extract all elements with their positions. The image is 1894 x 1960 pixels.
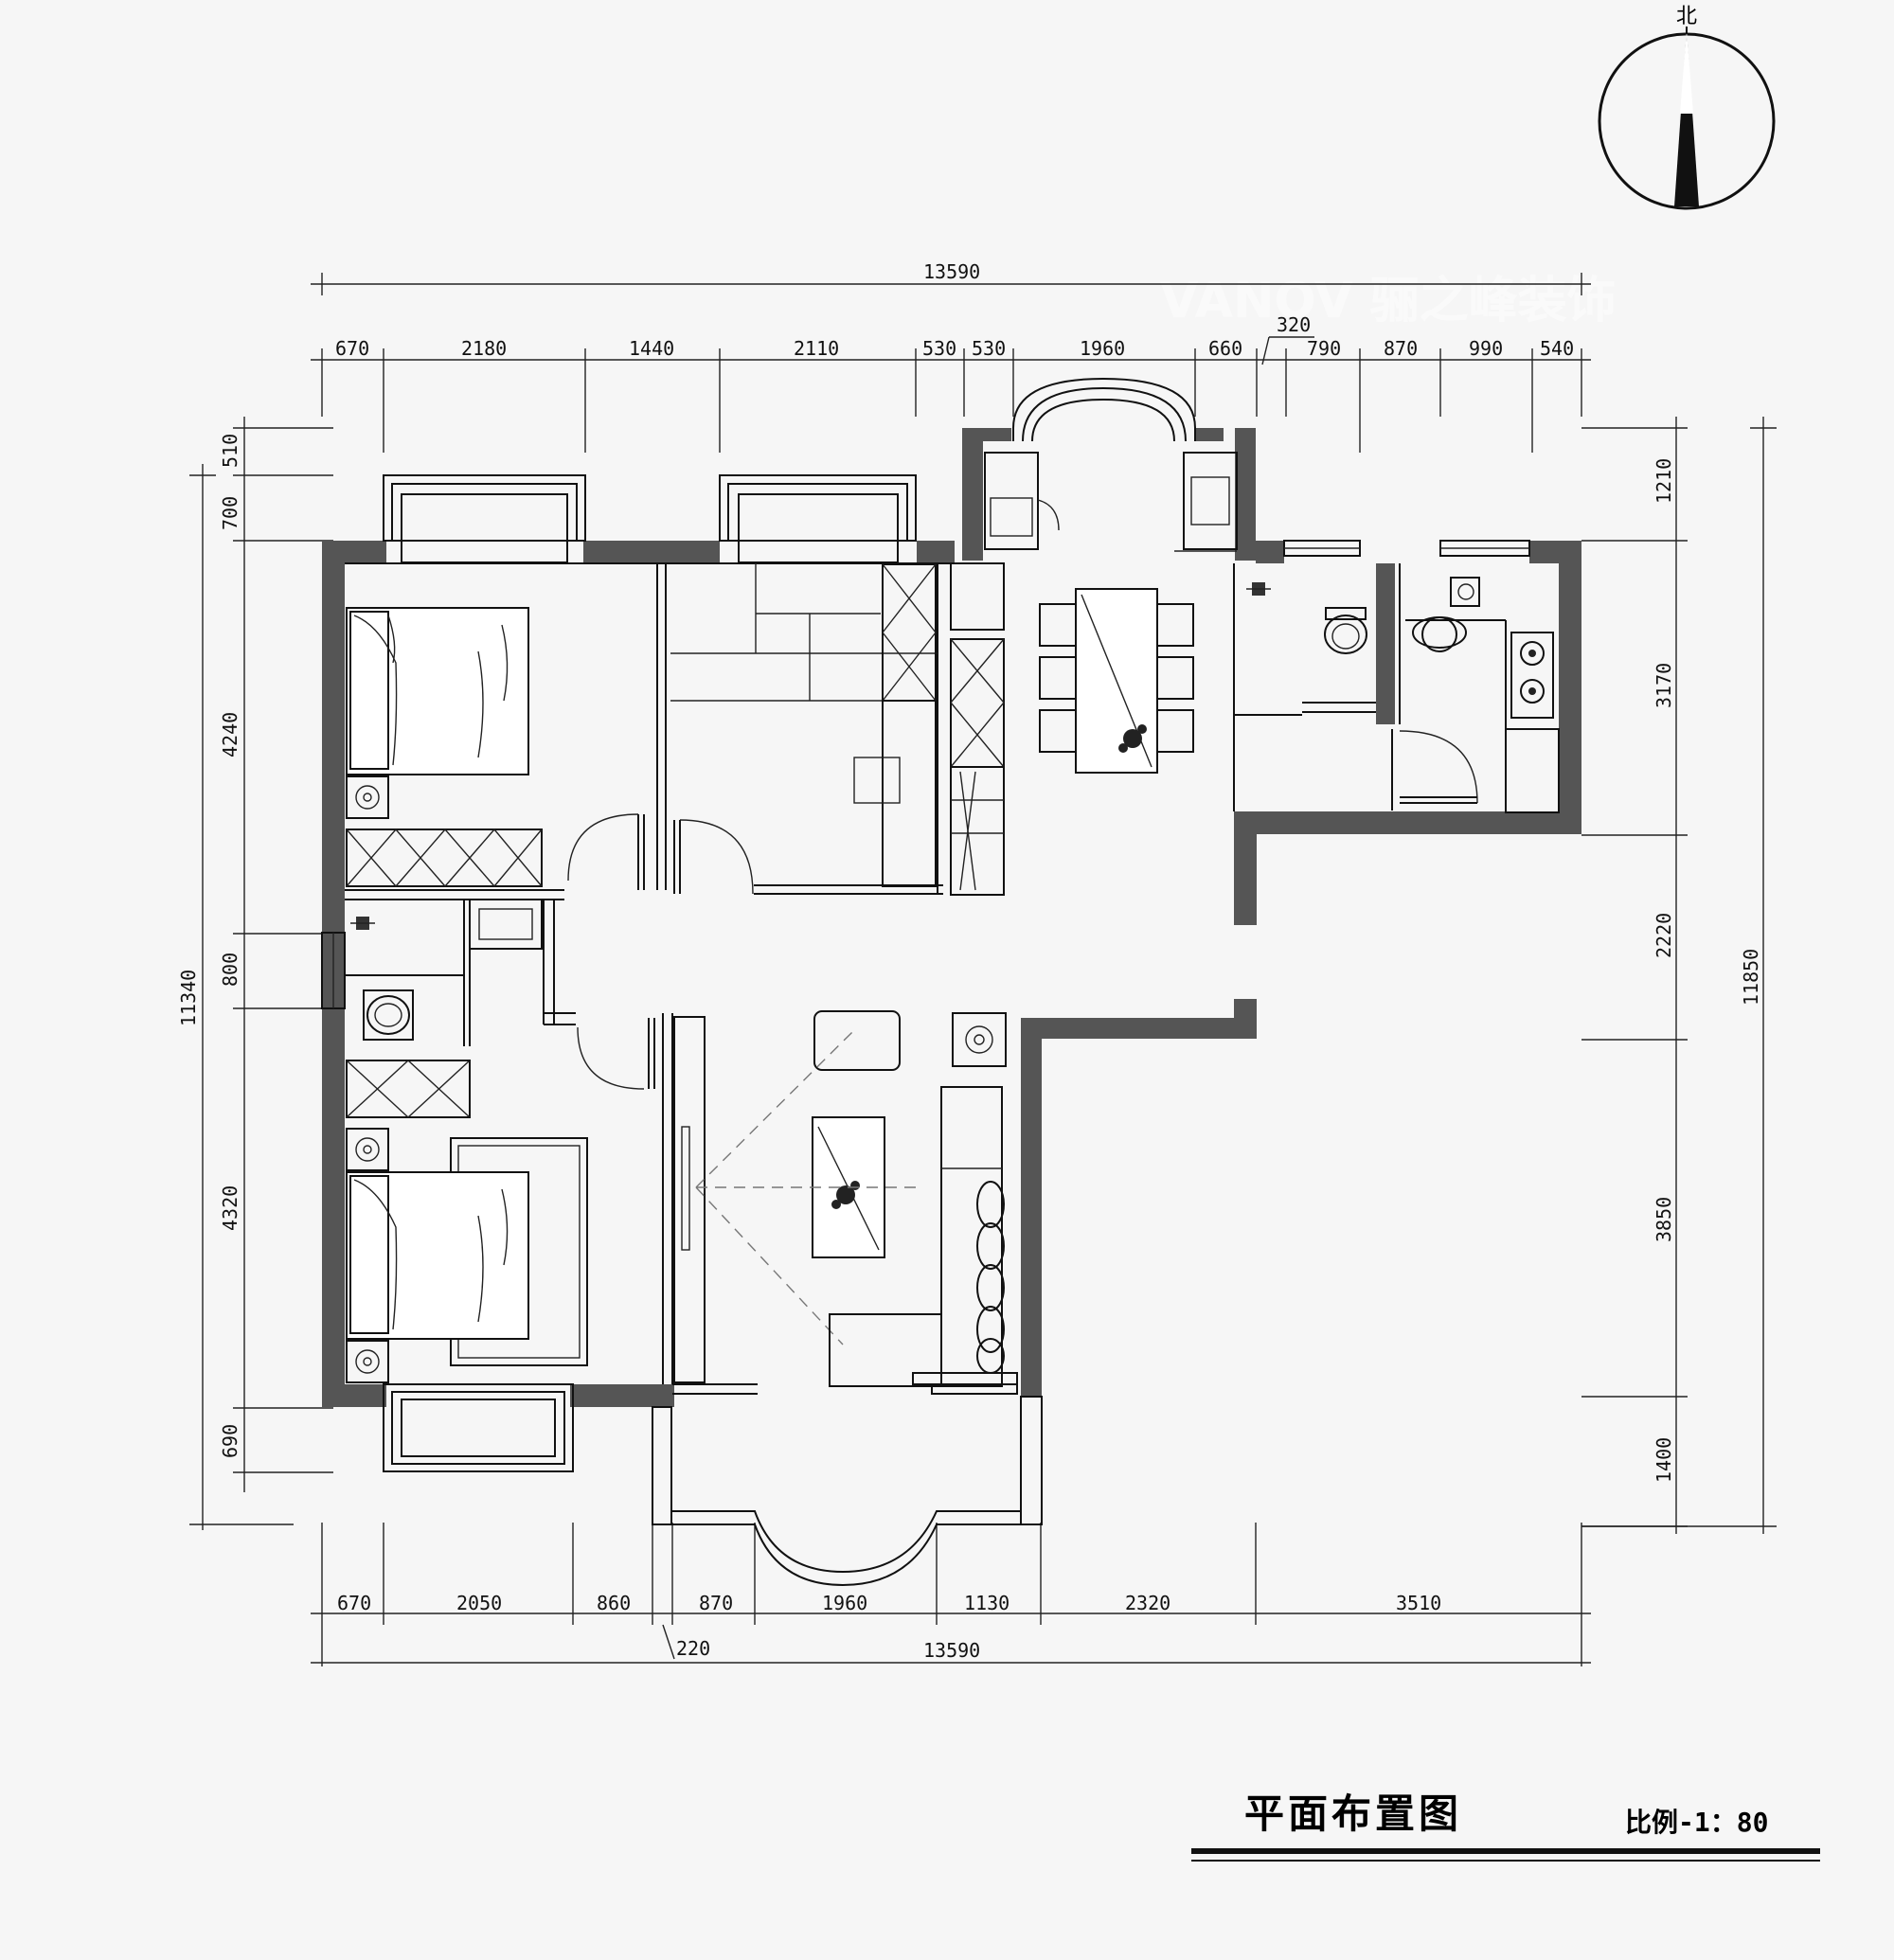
bottom-dimensions: 670 2050 860 870 1960 1130 2320 3510 220… [311, 1523, 1591, 1666]
wc-shower-icon [1246, 582, 1271, 596]
dim-right-1: 1210 [1653, 458, 1675, 504]
living-side-table [952, 1012, 1007, 1067]
dim-top-11: 990 [1469, 337, 1503, 360]
dim-left-total: 11340 [177, 970, 200, 1026]
dim-right-3: 2220 [1653, 913, 1675, 958]
dim-right-5: 1400 [1653, 1437, 1675, 1483]
dim-bottom-extra: 220 [676, 1637, 710, 1660]
window-kitchen [1439, 540, 1530, 557]
nightstand-bedroom2-bottom [346, 1340, 389, 1383]
window-study [719, 474, 917, 563]
bed-bedroom2 [346, 1171, 529, 1340]
entry-washbasin [1174, 452, 1238, 552]
dim-top-1: 670 [335, 337, 369, 360]
window-bedroom1 [383, 474, 586, 563]
tv-cabinet [673, 1016, 706, 1383]
top-dimensions: 13590 670 2180 1440 2110 530 530 1960 66… [311, 260, 1591, 453]
dim-top-10: 870 [1384, 337, 1418, 360]
hall-cabinets [950, 562, 1005, 896]
dim-left-1: 510 [219, 434, 241, 468]
dim-top-9: 790 [1307, 337, 1341, 360]
partitions [345, 562, 1401, 1395]
door-bedroom1 [567, 813, 645, 890]
sofa [829, 1086, 1018, 1395]
nightstand-bedroom2-top [346, 1128, 389, 1171]
drawing-title: 平面布置图 [1244, 1791, 1462, 1837]
north-arrow-icon: 北 [1598, 5, 1776, 210]
dim-top-7: 1960 [1080, 337, 1125, 360]
watermark: VANOV 骊之峰装饰 [1160, 273, 1617, 330]
dim-right-2: 3170 [1653, 663, 1675, 708]
bath2-toilet [363, 989, 414, 1041]
bath2-shower-icon [350, 917, 375, 930]
drawing-scale: 比例-1：80 [1625, 1807, 1768, 1838]
door-kitchen [1391, 729, 1478, 811]
living-dashed-lines [695, 1031, 919, 1345]
dim-top-extra: 320 [1277, 313, 1311, 336]
walls [322, 428, 1581, 1407]
dim-bottom-5: 1960 [822, 1592, 867, 1614]
wardrobe-bedroom1 [346, 829, 543, 887]
study-tatami [670, 563, 938, 887]
bath2-washbasin [469, 899, 543, 950]
dim-top-4: 2110 [794, 337, 839, 360]
wardrobe-bedroom2 [346, 1060, 471, 1118]
kitchen-chef-figure-icon [1412, 616, 1467, 652]
dim-left-3: 4240 [219, 712, 241, 757]
dim-bottom-2: 2050 [456, 1592, 502, 1614]
dim-top-8: 660 [1208, 337, 1242, 360]
dim-top-2: 2180 [461, 337, 507, 360]
dim-bottom-3: 860 [597, 1592, 631, 1614]
door-bedroom2 [577, 1018, 655, 1090]
nightstand-bedroom1 [346, 775, 389, 819]
dim-right-total: 11850 [1740, 949, 1762, 1006]
dim-top-5: 530 [922, 337, 956, 360]
dim-left-4: 800 [219, 953, 241, 987]
kitchen-stove-icon [1510, 632, 1554, 719]
left-dimensions: 510 700 4240 800 4320 690 11340 [177, 417, 333, 1530]
dim-left-2: 700 [219, 496, 241, 530]
dining-plant-icon [1118, 724, 1147, 753]
kitchen-counter [1405, 577, 1560, 813]
window-bath2 [321, 932, 346, 1009]
dim-left-5: 4320 [219, 1185, 241, 1231]
door-study [673, 819, 754, 895]
dim-bottom-6: 1130 [964, 1592, 1010, 1614]
dim-top-total: 13590 [923, 260, 980, 283]
wc-toilet [1324, 607, 1367, 654]
dim-top-12: 540 [1540, 337, 1574, 360]
bay-window-dining [1012, 377, 1196, 442]
dining-chairs [1039, 603, 1194, 753]
right-dimensions: 1210 3170 2220 3850 1400 11850 [1581, 417, 1777, 1534]
title-underline [1191, 1848, 1820, 1862]
north-label: 北 [1676, 5, 1697, 28]
bed-bedroom1 [346, 607, 529, 775]
window-bedroom2 [383, 1383, 574, 1472]
dim-bottom-4: 870 [699, 1592, 733, 1614]
dim-bottom-7: 2320 [1125, 1592, 1170, 1614]
dim-left-6: 690 [219, 1424, 241, 1458]
dim-right-4: 3850 [1653, 1197, 1675, 1242]
living-ottoman [813, 1010, 901, 1071]
dining-table [1075, 588, 1158, 774]
dim-top-6: 530 [972, 337, 1006, 360]
dim-top-3: 1440 [629, 337, 674, 360]
dim-bottom-1: 670 [337, 1592, 371, 1614]
window-wc [1283, 540, 1361, 557]
dim-bottom-total: 13590 [923, 1639, 980, 1662]
dim-bottom-8: 3510 [1396, 1592, 1441, 1614]
bay-window-living [652, 1396, 1043, 1587]
entry-shoe-cabinet [984, 452, 1060, 550]
